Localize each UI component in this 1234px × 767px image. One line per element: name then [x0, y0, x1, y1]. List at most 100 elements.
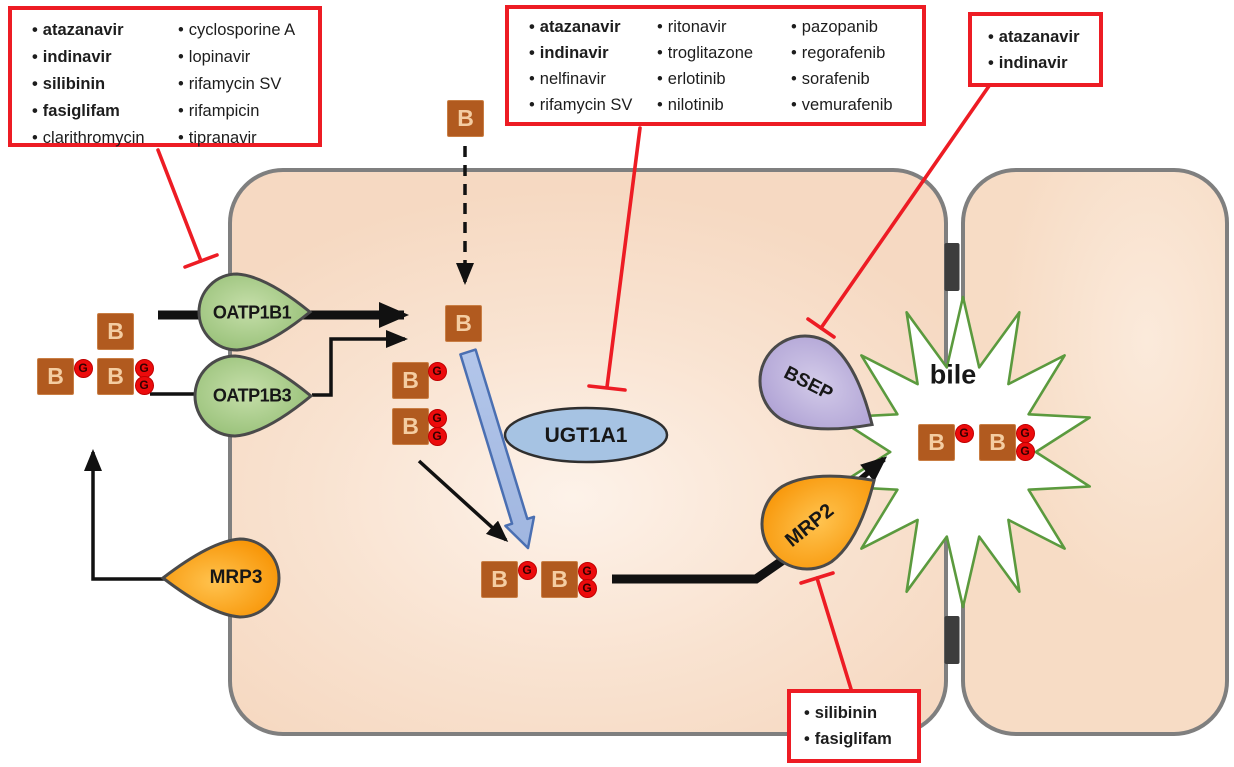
bullet-icon: • — [804, 704, 810, 722]
bullet-icon: • — [791, 44, 797, 62]
glucuronide-dot: G — [427, 408, 447, 428]
drug-item: •indinavir — [988, 54, 1068, 72]
bullet-icon: • — [529, 70, 535, 88]
glucuronide-dot: G — [134, 358, 154, 378]
bullet-icon: • — [529, 96, 535, 114]
bilirubin-diglucuronide-box: B — [392, 408, 429, 445]
drug-item: •nelfinavir — [529, 70, 606, 88]
bilirubin-diglucuronide-box: B — [97, 358, 134, 395]
bullet-icon: • — [657, 18, 663, 36]
mrp2-inhibition-line — [815, 576, 853, 691]
oatp-inhibition-line — [156, 148, 203, 263]
bilirubin-glucuronide-box: B — [37, 358, 74, 395]
bullet-icon: • — [178, 48, 184, 66]
drug-item: •fasiglifam — [32, 102, 120, 120]
drug-item: •ritonavir — [657, 18, 727, 36]
drug-item: •vemurafenib — [791, 96, 893, 114]
mrp3-label: MRP3 — [209, 567, 263, 588]
drug-item: •silibinin — [32, 75, 106, 93]
bile-label: bile — [929, 359, 977, 390]
bullet-icon: • — [32, 102, 38, 120]
bsep-inhibition-line — [819, 84, 991, 330]
drug-item: •rifampicin — [178, 102, 260, 120]
mrp2-inhibitors-box: •silibinin •fasiglifam — [787, 689, 921, 763]
drug-item: •rifamycin SV — [178, 75, 282, 93]
drug-item: •atazanavir — [529, 18, 621, 36]
bullet-icon: • — [791, 70, 797, 88]
bullet-icon: • — [988, 54, 994, 72]
oatp-inhibitors-box: •atazanavir •indinavir •silibinin •fasig… — [8, 6, 322, 147]
oatp1b3-transporter-shape — [193, 354, 314, 438]
glucuronide-dot: G — [427, 426, 447, 446]
bilirubin-box: B — [445, 305, 482, 342]
bullet-icon: • — [988, 28, 994, 46]
drug-item: •lopinavir — [178, 48, 251, 66]
glucuronide-dot: G — [577, 561, 597, 581]
drug-item: •sorafenib — [791, 70, 870, 88]
conjugate-flow-arrow — [417, 459, 509, 543]
oatp1b1-label: OATP1B1 — [212, 302, 292, 323]
ugt1a1-inhibition-line — [605, 126, 642, 389]
oatp1b3-uptake-arrow — [312, 330, 408, 397]
drug-item: •nilotinib — [657, 96, 724, 114]
glucuronide-dot: G — [1015, 441, 1035, 461]
glucuronidation-blue-arrow — [459, 348, 536, 550]
bullet-icon: • — [657, 44, 663, 62]
ugt1a1-inhibition-tbar — [587, 384, 627, 392]
glucuronide-dot: G — [427, 361, 447, 381]
tight-junction-top — [944, 243, 960, 291]
drug-item: •pazopanib — [791, 18, 878, 36]
bullet-icon: • — [178, 21, 184, 39]
bullet-icon: • — [657, 96, 663, 114]
bullet-icon: • — [791, 96, 797, 114]
drug-item: •indinavir — [32, 48, 112, 66]
glucuronide-dot: G — [73, 358, 93, 378]
drug-item: •atazanavir — [988, 28, 1080, 46]
drug-item: •troglitazone — [657, 44, 754, 62]
bullet-icon: • — [529, 44, 535, 62]
oatp-inhibition-tbar — [183, 253, 219, 269]
drug-item: •clarithromycin — [32, 129, 145, 147]
drug-item: •rifamycin SV — [529, 96, 633, 114]
oatp1b1-transporter-shape — [197, 272, 313, 352]
bilirubin-diglucuronide-box: B — [979, 424, 1016, 461]
drug-item: •regorafenib — [791, 44, 886, 62]
bullet-icon: • — [32, 75, 38, 93]
bilirubin-diglucuronide-box: B — [541, 561, 578, 598]
bilirubin-box: B — [97, 313, 134, 350]
glucuronide-dot: G — [954, 423, 974, 443]
ugt1a1-enzyme-shape — [503, 406, 669, 464]
bullet-icon: • — [657, 70, 663, 88]
bullet-icon: • — [32, 48, 38, 66]
drug-item: •indinavir — [529, 44, 609, 62]
bullet-icon: • — [32, 21, 38, 39]
mrp3-efflux-arrow — [84, 449, 165, 581]
bsep-inhibition-tbar — [806, 317, 836, 339]
bilirubin-glucuronide-box: B — [918, 424, 955, 461]
drug-item: •silibinin — [804, 704, 878, 722]
drug-item: •erlotinib — [657, 70, 726, 88]
bullet-icon: • — [178, 102, 184, 120]
mrp2-transporter-shape — [760, 474, 876, 571]
mrp3-transporter-shape — [160, 537, 281, 619]
bile-canaliculus — [834, 295, 1091, 609]
glucuronide-dot: G — [517, 560, 537, 580]
bsep-inhibitors-box: •atazanavir •indinavir — [968, 12, 1103, 87]
glucuronide-dot: G — [134, 375, 154, 395]
ugt1a1-label: UGT1A1 — [544, 424, 628, 447]
drug-item: •cyclosporine A — [178, 21, 296, 39]
bullet-icon: • — [32, 129, 38, 147]
bilirubin-box: B — [447, 100, 484, 137]
drug-item: •fasiglifam — [804, 730, 892, 748]
bullet-icon: • — [804, 730, 810, 748]
ugt1a1-inhibitors-box: •atazanavir •indinavir •nelfinavir •rifa… — [505, 5, 926, 126]
mrp2-inhibition-tbar — [799, 571, 835, 585]
glucuronide-dot: G — [577, 578, 597, 598]
bsep-transporter-shape — [758, 334, 874, 431]
bullet-icon: • — [529, 18, 535, 36]
drug-item: •tipranavir — [178, 129, 257, 147]
glucuronide-dot: G — [1015, 423, 1035, 443]
drug-item: •atazanavir — [32, 21, 124, 39]
